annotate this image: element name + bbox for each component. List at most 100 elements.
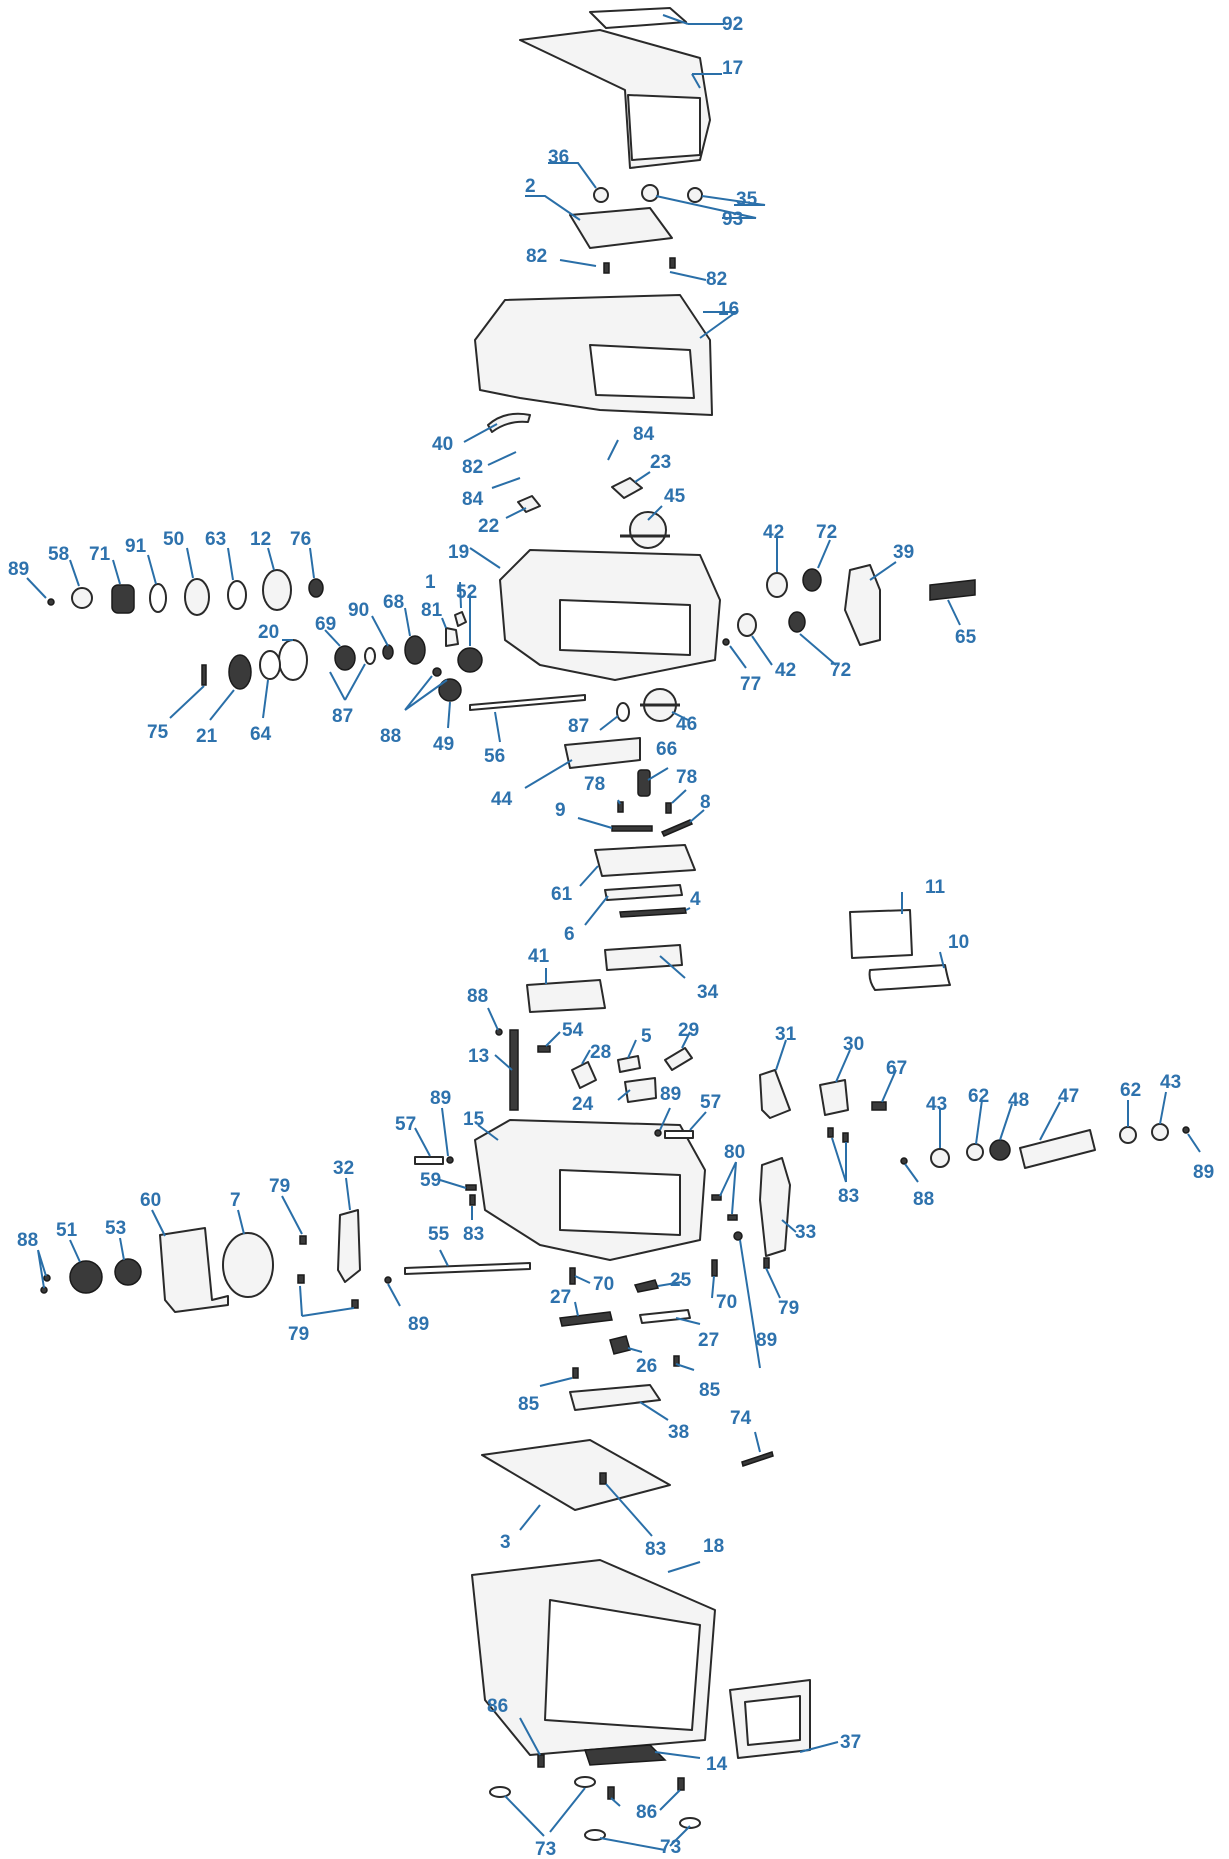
part-90-clip [382, 644, 394, 660]
callout-2: 2 [525, 176, 536, 197]
part-34-plate [604, 944, 683, 971]
part-28 [571, 1061, 597, 1089]
part-87-washer [364, 647, 376, 665]
part-40-arc [487, 412, 531, 433]
part-77-screw [722, 638, 730, 646]
callout-51: 51 [56, 1220, 78, 1241]
callout-33: 33 [795, 1222, 816, 1243]
callout-54: 54 [562, 1020, 584, 1041]
callout-27-b: 27 [698, 1330, 719, 1351]
part-49-gear [438, 678, 462, 702]
callout-55: 55 [428, 1224, 450, 1245]
callout-56: 56 [484, 746, 505, 767]
part-79-screw-b [763, 1257, 770, 1269]
callout-50: 50 [163, 529, 184, 550]
callout-7: 7 [230, 1190, 241, 1211]
callout-89-a: 89 [8, 559, 29, 580]
part-89-clip-a [47, 598, 55, 606]
callout-71: 71 [89, 544, 111, 565]
part-82-screw-b [669, 257, 676, 269]
callout-88-d: 88 [17, 1230, 38, 1251]
part-27-plate-a [559, 1311, 613, 1327]
callout-87-b: 87 [568, 716, 589, 737]
part-5 [617, 1055, 641, 1073]
callout-64: 64 [250, 724, 272, 745]
part-45-gear [629, 511, 667, 549]
callout-82-c: 82 [462, 457, 483, 478]
part-80-screw-b [727, 1214, 738, 1221]
part-54-pin [537, 1045, 551, 1053]
part-36-clip [593, 187, 609, 203]
callout-46: 46 [676, 714, 697, 735]
part-67-spring [871, 1101, 887, 1111]
callout-19: 19 [448, 542, 469, 563]
part-75-pin [201, 664, 207, 686]
part-71-spring [111, 584, 135, 614]
part-85-screw-b [673, 1355, 680, 1367]
part-9-rod [611, 825, 653, 832]
callout-88-a: 88 [380, 726, 401, 747]
part-7-motor [222, 1232, 274, 1298]
part-70-pin-a [569, 1267, 576, 1285]
callout-16: 16 [718, 299, 739, 320]
callout-31: 31 [775, 1024, 797, 1045]
callout-86-b: 86 [636, 1802, 657, 1823]
part-70-pin-b [711, 1259, 718, 1277]
parts [40, 7, 1190, 1841]
part-73-foot-d [679, 1817, 701, 1829]
part-55-rod [404, 1262, 531, 1275]
callout-5: 5 [641, 1026, 652, 1047]
part-68-ring [404, 635, 426, 665]
callout-1: 1 [425, 572, 436, 593]
leader-lines [26, 14, 1201, 1851]
part-27-plate-b [639, 1309, 691, 1324]
callout-27-a: 27 [550, 1287, 571, 1308]
part-79-screw-c [297, 1274, 305, 1284]
part-12-hub [262, 569, 292, 611]
callout-4: 4 [690, 889, 701, 910]
callout-82-a: 82 [526, 246, 547, 267]
callout-78-b: 78 [676, 767, 697, 788]
part-79-screw-d [351, 1299, 359, 1309]
part-56-rod [469, 694, 586, 711]
part-88-clip-c [900, 1157, 908, 1165]
part-29 [664, 1047, 693, 1071]
callout-62-a: 62 [968, 1086, 989, 1107]
part-6-strip [604, 884, 683, 901]
part-21-gear [228, 654, 252, 690]
part-76-nut [308, 578, 324, 598]
callout-8: 8 [700, 792, 711, 813]
part-88-clip-a [432, 667, 442, 677]
callout-93: 93 [722, 209, 743, 230]
part-23 [611, 477, 643, 499]
callout-29: 29 [678, 1020, 699, 1041]
part-42-b [737, 613, 757, 637]
part-39-bracket [844, 564, 881, 646]
callout-40: 40 [432, 434, 453, 455]
part-78-screw-b [665, 802, 672, 814]
part-73-foot-c [584, 1829, 606, 1841]
part-80-screw-a [711, 1194, 722, 1201]
part-58-flange [71, 587, 93, 609]
callout-48: 48 [1008, 1090, 1029, 1111]
part-62-b [1119, 1126, 1137, 1144]
part-85-screw-a [572, 1367, 579, 1379]
callout-89-f: 89 [756, 1330, 777, 1351]
part-86-screw-b [607, 1786, 615, 1800]
callout-72-a: 72 [816, 522, 837, 543]
part-51-gear [69, 1260, 103, 1294]
part-57-pin-a [414, 1156, 444, 1165]
callout-11: 11 [925, 877, 946, 898]
callout-89-d: 89 [1193, 1162, 1214, 1183]
part-18-inner [544, 1599, 701, 1731]
part-37-window [744, 1695, 801, 1746]
callout-69: 69 [315, 614, 336, 635]
callout-87-a: 87 [332, 706, 353, 727]
callout-91: 91 [125, 536, 147, 557]
callout-89-e: 89 [408, 1314, 429, 1335]
part-91-washer [149, 583, 167, 613]
callout-42-a: 42 [763, 522, 784, 543]
callout-67: 67 [886, 1058, 907, 1079]
part-62-a [966, 1143, 984, 1161]
part-24 [624, 1077, 657, 1103]
